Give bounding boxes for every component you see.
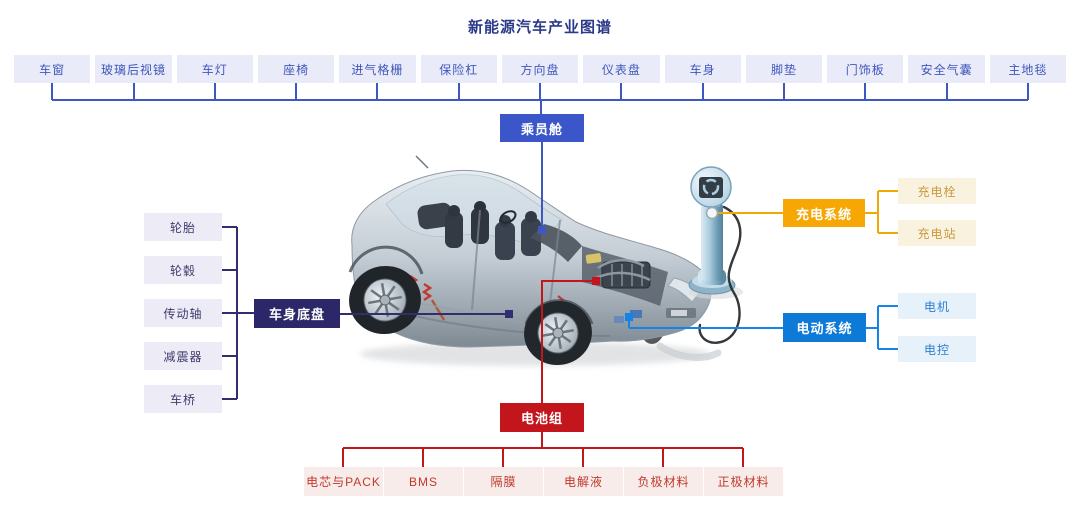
cabin-part-box: 仪表盘 [583, 55, 660, 83]
page-title: 新能源汽车产业图谱 [467, 19, 612, 36]
battery-part-box: 电芯与PACK [304, 467, 383, 496]
battery-part-box: 电解液 [544, 467, 623, 496]
battery-part-box: 负极材料 [624, 467, 703, 496]
cabin-part-box: 脚垫 [745, 55, 823, 83]
cutaway-car-illustration [348, 155, 722, 366]
cabin-part-box: 玻璃后视镜 [95, 55, 172, 83]
cabin-parts-row: 车窗 玻璃后视镜 车灯 座椅 进气格栅 保险杠 方向盘 仪表盘 车身 脚垫 门饰… [14, 55, 1067, 83]
cabin-part-box: 主地毯 [989, 55, 1067, 83]
chassis-part-box: 传动轴 [144, 299, 222, 327]
cabin-part-box: 门饰板 [827, 55, 904, 83]
cabin-part-box: 进气格栅 [339, 55, 416, 83]
charging-pile-illustration [688, 166, 743, 344]
electric-part-box: 电机 [898, 293, 976, 319]
cabin-part-box: 车窗 [14, 55, 91, 83]
hub-electric: 电动系统 [783, 313, 866, 342]
chassis-part-box: 车桥 [144, 385, 222, 413]
battery-part-box: BMS [384, 467, 463, 496]
electric-part-box: 电控 [898, 336, 976, 362]
hub-chassis: 车身底盘 [254, 299, 340, 328]
chassis-part-box: 轮胎 [144, 213, 222, 241]
battery-part-box: 正极材料 [704, 467, 783, 496]
cabin-part-box: 方向盘 [501, 55, 579, 83]
cabin-part-box: 保险杠 [420, 55, 497, 83]
cabin-part-box: 车灯 [176, 55, 253, 83]
cabin-part-box: 车身 [664, 55, 741, 83]
charging-part-box: 充电站 [898, 220, 976, 246]
hub-battery: 电池组 [500, 403, 584, 432]
hub-charging: 充电系统 [783, 199, 865, 227]
chassis-part-box: 轮毂 [144, 256, 222, 284]
charging-part-box: 充电栓 [898, 178, 976, 204]
cabin-part-box: 座椅 [257, 55, 335, 83]
chassis-part-box: 减震器 [144, 342, 222, 370]
battery-part-box: 隔膜 [464, 467, 543, 496]
cabin-part-box: 安全气囊 [908, 55, 985, 83]
hub-cabin: 乘员舱 [500, 114, 584, 142]
